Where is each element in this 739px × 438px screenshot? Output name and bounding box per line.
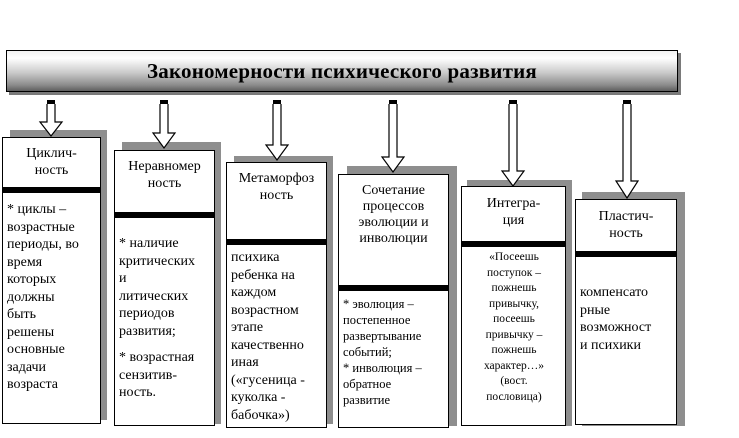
- heading-line: процессов: [362, 199, 425, 214]
- body-line: пословица): [486, 390, 542, 403]
- card-divider: [576, 251, 676, 257]
- body-line: возрастные: [7, 219, 75, 235]
- card-heading: Неравномер ность: [115, 158, 214, 192]
- heading-line: ция: [502, 213, 525, 228]
- card-divider: [3, 187, 100, 193]
- body-line: посеешь: [493, 313, 535, 325]
- body-line: развития;: [119, 323, 176, 339]
- card-cyclicity: Циклич- ность * циклы – возрастные перио…: [2, 137, 101, 424]
- card-body: * эволюция – постепенное развертывание с…: [343, 296, 445, 408]
- body-line: и: [119, 271, 127, 286]
- card-body: «Посеешь поступок – пожнешь привычку, по…: [466, 250, 562, 405]
- body-line: * инволюция –: [343, 361, 422, 375]
- heading-line: Сочетание: [362, 183, 425, 198]
- body-line: характер…»: [483, 359, 545, 372]
- body-line: возможност: [580, 320, 652, 335]
- body-line: периодов: [119, 306, 175, 321]
- body-line: * наличие: [119, 236, 179, 251]
- body-line: время: [7, 254, 43, 270]
- body-line: * эволюция –: [343, 297, 414, 311]
- arrow-down-icon: [264, 100, 290, 162]
- body-line: рные: [580, 302, 611, 318]
- body-line: сензитив-: [119, 367, 177, 383]
- body-line: куколка -: [231, 390, 286, 405]
- body-line: возрастном: [231, 302, 299, 318]
- body-line: которых: [7, 272, 57, 287]
- card-unevenness: Неравномер ность * наличие критических и…: [114, 150, 215, 426]
- body-line: событий;: [343, 345, 392, 359]
- arrow-down-icon: [500, 100, 526, 188]
- body-line: обратное: [343, 377, 392, 391]
- body-line: бабочка»): [231, 407, 290, 423]
- body-line: («гусеница -: [231, 372, 305, 388]
- body-line: [119, 340, 211, 349]
- card-plasticity: Пластич- ность компенсато рные возможнос…: [575, 199, 677, 425]
- page-title: Закономерности психического развития: [147, 58, 537, 83]
- arrow-down-icon: [151, 100, 177, 150]
- card-divider: [339, 285, 448, 291]
- heading-line: Пластич-: [598, 209, 654, 224]
- body-line: пожнешь: [491, 282, 537, 294]
- card-integration: Интегра- ция «Посеешь поступок – пожнешь…: [461, 186, 566, 426]
- body-line: этапе: [231, 320, 264, 335]
- heading-line: Циклич-: [26, 146, 77, 161]
- heading-line: инволюции: [359, 231, 428, 246]
- heading-line: эволюции и: [358, 215, 429, 230]
- arrow-down-icon: [380, 100, 406, 174]
- heading-line: Неравномер: [128, 159, 201, 174]
- body-line: возраста: [7, 377, 58, 392]
- card-heading: Циклич- ность: [3, 145, 100, 179]
- heading-line: ность: [34, 163, 69, 178]
- arrow-down-icon: [614, 100, 640, 200]
- body-line: качественно: [231, 337, 304, 353]
- body-line: ность.: [119, 385, 157, 400]
- body-line: пожнешь: [491, 344, 537, 356]
- body-line: решены: [7, 324, 55, 340]
- card-metamorphosis: Метаморфоз ность психика ребенка на кажд…: [226, 162, 327, 428]
- heading-line: ность: [147, 176, 182, 191]
- body-line: задачи: [7, 359, 47, 375]
- body-line: привычку –: [485, 328, 543, 341]
- card-body: * наличие критических и литических перио…: [119, 235, 211, 402]
- body-line: ребенка на: [231, 267, 295, 283]
- card-heading: Сочетание процессов эволюции и инволюции: [339, 183, 448, 247]
- arrow-down-icon: [38, 100, 64, 137]
- body-line: психика: [231, 250, 280, 265]
- card-heading: Интегра- ция: [462, 195, 565, 229]
- body-line: основные: [7, 342, 65, 357]
- body-line: должны: [7, 289, 55, 305]
- body-line: * возрастная: [119, 350, 195, 365]
- body-line: периоды, во: [7, 237, 79, 252]
- body-line: литических: [119, 288, 189, 304]
- card-body: психика ребенка на каждом возрастном эта…: [231, 249, 323, 424]
- card-heading: Пластич- ность: [576, 208, 676, 242]
- body-line: развертывание: [343, 329, 422, 343]
- card-body: * циклы – возрастные периоды, во время к…: [7, 201, 97, 394]
- body-line: поступок –: [486, 266, 542, 279]
- card-heading: Метаморфоз ность: [227, 170, 326, 204]
- body-line: каждом: [231, 285, 277, 300]
- body-line: постепенное: [343, 313, 411, 327]
- body-line: критических: [119, 253, 196, 269]
- heading-line: ность: [259, 188, 294, 203]
- body-line: привычку,: [489, 297, 539, 310]
- body-line: иная: [231, 355, 259, 370]
- body-line: «Посеешь: [489, 251, 539, 263]
- card-evolution-involution: Сочетание процессов эволюции и инволюции…: [338, 174, 449, 428]
- body-line: и психики: [580, 337, 641, 353]
- heading-line: Интегра-: [486, 196, 541, 211]
- card-divider: [227, 239, 326, 245]
- heading-line: Метаморфоз: [238, 171, 315, 186]
- body-line: развитие: [343, 393, 391, 407]
- body-line: * циклы –: [7, 202, 67, 217]
- body-line: (вост.: [500, 375, 528, 387]
- body-line: быть: [7, 307, 37, 322]
- body-line: компенсато: [580, 285, 649, 300]
- card-divider: [115, 212, 214, 218]
- title-banner: Закономерности психического развития: [6, 50, 678, 92]
- heading-line: ность: [609, 226, 643, 241]
- card-divider: [462, 241, 565, 247]
- card-body: компенсато рные возможност и психики: [580, 284, 673, 354]
